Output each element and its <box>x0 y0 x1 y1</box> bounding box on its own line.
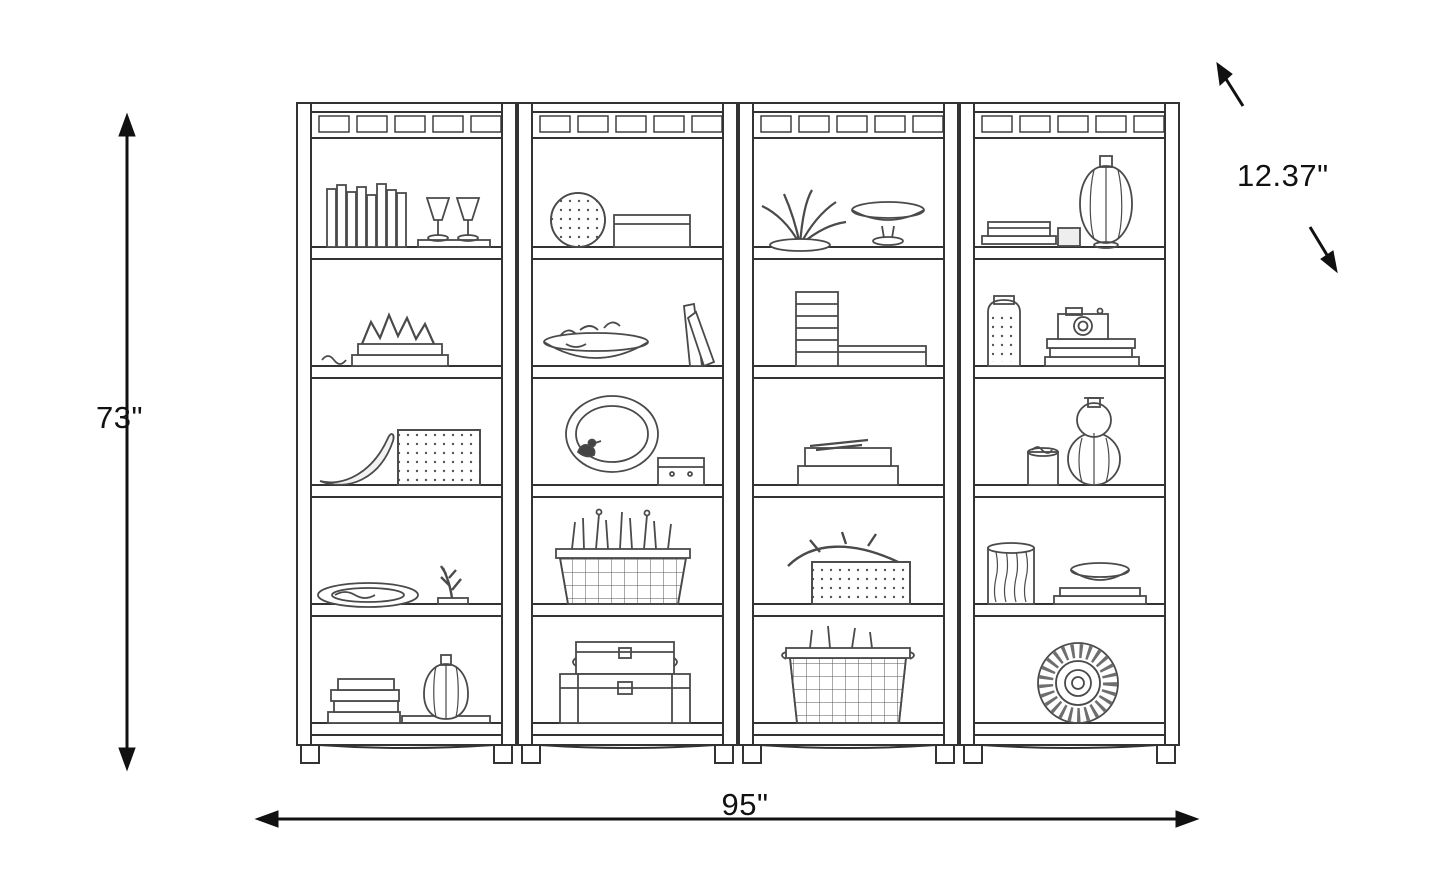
horn-and-box <box>319 429 481 486</box>
bookcase-unit-2-items <box>543 192 716 724</box>
wreath-and-box <box>565 395 705 486</box>
platter-and-coral <box>317 565 469 608</box>
plant-and-pedestal-bowl <box>761 189 925 252</box>
branch-and-box <box>787 531 911 605</box>
books-and-vase <box>327 654 491 724</box>
books-row <box>326 183 407 248</box>
bookcase-frame-4 <box>959 102 1180 764</box>
bookcase-unit-3-items <box>761 189 927 724</box>
pen-box-stack <box>797 438 899 486</box>
cup-and-gourd-vase <box>1027 397 1121 486</box>
basket-with-brushes <box>555 508 691 605</box>
bookcase-unit-1-items <box>317 183 491 724</box>
wire-basket <box>781 625 915 724</box>
height-dimension-label: 73" <box>96 400 143 435</box>
depth-dimension-arrows <box>1216 61 1338 274</box>
width-dimension-arrow <box>254 810 1200 828</box>
stacked-trunks <box>559 641 691 724</box>
ammonite-shell <box>1037 642 1119 724</box>
cylinder-and-bowl <box>987 542 1147 605</box>
height-dimension-arrow <box>118 112 136 772</box>
coral-on-books <box>321 312 449 367</box>
wine-glasses <box>417 197 491 248</box>
depth-dimension-label: 12.37" <box>1237 158 1329 193</box>
bowl-and-leaning-books <box>543 302 716 368</box>
ladder-and-box <box>795 291 927 367</box>
jar-and-camera <box>987 295 1140 367</box>
width-dimension-label: 95" <box>721 787 769 822</box>
box-cube-vase <box>981 155 1133 249</box>
bookcase-unit-4-items <box>981 155 1147 724</box>
sphere-and-box <box>550 192 691 248</box>
